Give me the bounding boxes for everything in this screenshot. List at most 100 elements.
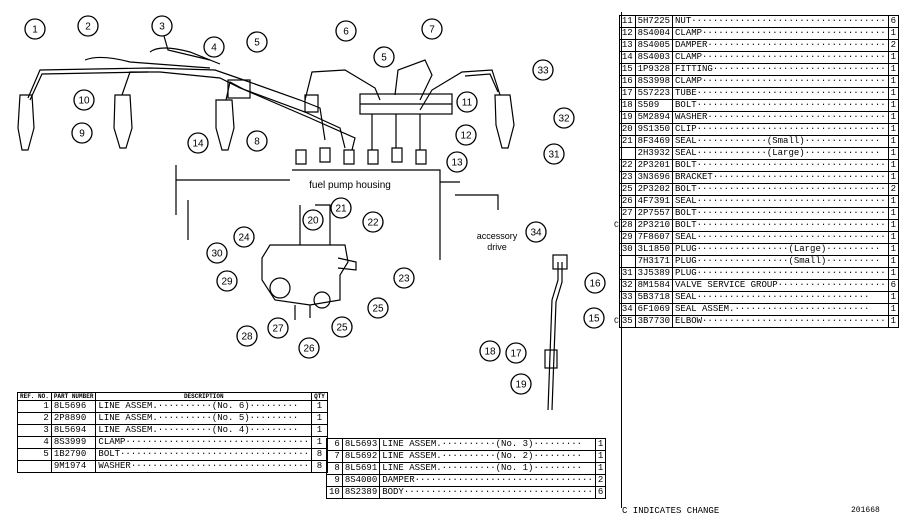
description: CLAMP·································· — [672, 75, 889, 88]
part-number: 1P9328 — [634, 63, 674, 76]
callout-label: 26 — [303, 344, 315, 355]
quantity: 1 — [311, 436, 328, 449]
ref-number: 28 — [618, 219, 636, 232]
quantity: 1 — [887, 123, 900, 136]
ref-number: 5 — [17, 448, 52, 461]
callout-15: 15 — [583, 307, 605, 329]
callout-5: 5 — [373, 46, 395, 68]
callout-label: 2 — [85, 22, 91, 33]
ref-number: 13 — [618, 39, 636, 52]
description: BODY··································· — [379, 486, 596, 499]
callout-23: 23 — [393, 267, 415, 289]
quantity: 1 — [887, 231, 900, 244]
callout-label: 31 — [548, 150, 560, 161]
callout-19: 19 — [510, 373, 532, 395]
quantity: 1 — [887, 171, 900, 184]
callout-29: 29 — [216, 270, 238, 292]
nozzle-valve-1 — [17, 94, 35, 151]
callout-label: 6 — [343, 27, 349, 38]
description: ELBOW·································· — [672, 315, 889, 328]
part-number: 5M2894 — [634, 111, 674, 124]
ref-number: 11 — [618, 15, 636, 28]
quantity: 6 — [887, 279, 900, 292]
quantity: 1 — [887, 219, 900, 232]
ref-number: 33 — [618, 291, 636, 304]
callout-3: 3 — [151, 15, 173, 37]
quantity: 8 — [311, 460, 328, 473]
part-number: 8S3998 — [634, 75, 674, 88]
ref-number: 10 — [326, 486, 343, 499]
part-number: 2P7557 — [634, 207, 674, 220]
callout-label: 4 — [211, 43, 217, 54]
ref-number: 15 — [618, 63, 636, 76]
callout-label: 11 — [462, 98, 473, 109]
description: PLUG··································· — [672, 267, 889, 280]
ref-number: 7 — [326, 450, 343, 463]
callout-34: 34 — [525, 221, 547, 243]
description: BOLT··································· — [672, 159, 889, 172]
callout-label: 33 — [537, 66, 549, 77]
part-number: 3J5389 — [634, 267, 674, 280]
description: TUBE··································· — [672, 87, 889, 100]
fuel-line-no1 — [419, 69, 501, 111]
part-number: 8M1584 — [634, 279, 674, 292]
quantity: 8 — [311, 448, 328, 461]
part-number: 8L5691 — [341, 462, 381, 475]
valve-body — [261, 244, 349, 306]
quantity: 1 — [887, 315, 900, 328]
header-qty: QTY — [311, 392, 328, 401]
part-number: 3B7730 — [634, 315, 674, 328]
callout-label: 30 — [211, 249, 223, 260]
ref-number: 12 — [618, 27, 636, 40]
callout-label: 13 — [451, 158, 463, 169]
quantity: 1 — [887, 291, 900, 304]
callout-label: 25 — [372, 304, 384, 315]
ref-number: 29 — [618, 231, 636, 244]
callout-label: 32 — [558, 114, 570, 125]
quantity: 1 — [887, 195, 900, 208]
ref-number: 20 — [618, 123, 636, 136]
pump-housing-label: fuel pump housing — [309, 180, 391, 191]
part-number: 5B3718 — [634, 291, 674, 304]
part-number: 8F3469 — [634, 135, 674, 148]
part-number: 2P3201 — [634, 159, 674, 172]
description: LINE ASSEM.··········(No. 6)········· — [95, 400, 313, 413]
part-number: 5H7225 — [634, 15, 674, 28]
callout-label: 5 — [381, 53, 387, 64]
part-number: 2P3202 — [634, 183, 674, 196]
callout-32: 32 — [553, 107, 575, 129]
description: DAMPER································· — [379, 474, 596, 487]
quantity: 2 — [887, 39, 900, 52]
callout-label: 20 — [307, 216, 319, 227]
callout-label: 34 — [530, 228, 542, 239]
quantity: 1 — [311, 400, 328, 413]
description: LINE ASSEM.··········(No. 1)········· — [379, 462, 596, 475]
description: CLAMP·································· — [672, 27, 889, 40]
part-number: 6F1069 — [634, 303, 674, 316]
quantity: 1 — [887, 111, 900, 124]
ref-number: 8 — [326, 462, 343, 475]
part-number: 8S4003 — [634, 51, 674, 64]
ref-number: 18 — [618, 99, 636, 112]
description: SEAL··································· — [672, 231, 889, 244]
ref-number: 14 — [618, 51, 636, 64]
callout-2: 2 — [77, 15, 99, 37]
callout-20: 20 — [302, 209, 324, 231]
description: FITTING································ — [672, 63, 889, 76]
change-mark: C — [614, 317, 619, 326]
change-note: C INDICATES CHANGE — [622, 506, 720, 516]
callout-label: 19 — [515, 380, 527, 391]
